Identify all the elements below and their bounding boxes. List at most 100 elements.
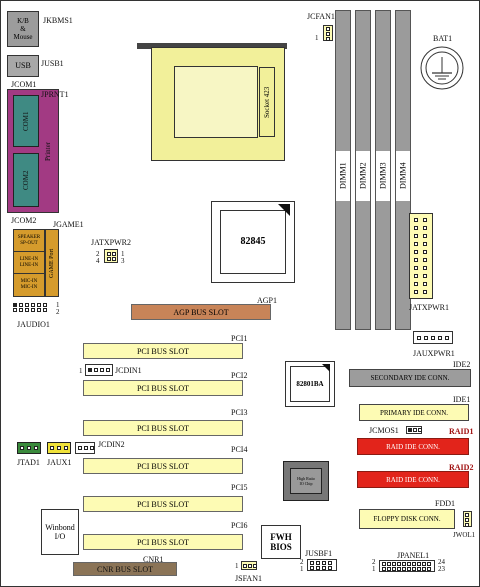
- jwol-label: JWOL1: [453, 531, 476, 539]
- pin: [34, 446, 38, 450]
- jusbf-pin2: 2: [300, 558, 304, 566]
- raid2-name: RAID2: [449, 463, 474, 472]
- pin: [397, 567, 401, 571]
- pci5-slot: PCI BUS SLOT: [83, 496, 243, 512]
- fdd-label: FLOPPY DISK CONN.: [373, 515, 441, 523]
- southbridge-die: 82801BA: [290, 366, 330, 402]
- pin: [90, 446, 94, 450]
- dimm4-label: DIMM4: [396, 151, 410, 201]
- speaker-jack: SPEAKER SP-OUT: [14, 230, 44, 252]
- jcdin2-label: JCDIN2: [98, 440, 125, 449]
- pin: [107, 257, 111, 261]
- pci5-name: PCI5: [231, 483, 248, 492]
- pin: [465, 513, 469, 517]
- jusbf-pin1: 1: [300, 565, 304, 573]
- pin: [392, 562, 396, 566]
- mic-in-label-2: MIC-IN: [20, 285, 38, 290]
- pin: [413, 428, 417, 432]
- pin: [112, 257, 116, 261]
- raid1-ide-connector: RAID IDE CONN.: [357, 438, 469, 455]
- pin-header-icon: [13, 303, 17, 307]
- pci3-name: PCI3: [231, 408, 248, 417]
- pin: [50, 446, 54, 450]
- jsfan-pin1: 1: [235, 562, 239, 570]
- ide2-name: IDE2: [453, 360, 471, 369]
- pci6-label: PCI BUS SLOT: [136, 537, 189, 547]
- secondary-ide-connector: SECONDARY IDE CONN.: [349, 369, 471, 387]
- pin: [422, 567, 426, 571]
- dimm2-label: DIMM2: [356, 151, 370, 201]
- jcdin1-pin1: 1: [79, 367, 83, 375]
- jkbms-label: JKBMS1: [43, 16, 73, 25]
- pin: [414, 290, 418, 294]
- ps2-label: K/B & Mouse: [13, 17, 33, 41]
- pin: [423, 226, 427, 230]
- pin: [387, 567, 391, 571]
- jatxpwr2-label: JATXPWR2: [91, 238, 132, 247]
- cpu-socket-lever: [137, 43, 287, 49]
- usb-port: USB: [7, 55, 39, 77]
- jcom1-label: JCOM1: [11, 80, 37, 89]
- primary-label: PRIMARY IDE CONN.: [380, 408, 448, 417]
- game-port-label: GAME Port: [49, 248, 55, 278]
- jcdin1-label: JCDIN1: [115, 366, 142, 375]
- pin: [414, 226, 418, 230]
- jpanel-label: JPANEL1: [397, 551, 430, 560]
- pin: [422, 562, 426, 566]
- pin: [27, 446, 31, 450]
- secondary-label: SECONDARY IDE CONN.: [370, 374, 450, 382]
- pin: [100, 368, 104, 372]
- jsfan-header: [241, 561, 257, 570]
- pci3-label: PCI BUS SLOT: [136, 423, 189, 433]
- pin: [37, 303, 41, 307]
- front-panel-header: [379, 560, 435, 572]
- jatxpwr2-pin4: 4: [96, 257, 100, 265]
- pin: [431, 336, 435, 340]
- dimm1-slot: DIMM1: [335, 10, 351, 330]
- southbridge-chip: 82801BA: [285, 361, 335, 407]
- jatxpwr1-label: JATXPWR1: [409, 303, 450, 312]
- jpanel-pin2: 2: [372, 558, 376, 566]
- dimm1-label: DIMM1: [336, 151, 350, 201]
- com2-port: COM2: [13, 153, 39, 207]
- pin: [316, 566, 320, 570]
- dimm3-label: DIMM3: [376, 151, 390, 201]
- pin: [423, 274, 427, 278]
- pin: [392, 567, 396, 571]
- pin: [43, 303, 47, 307]
- jaudio-pin2: 2: [56, 308, 60, 316]
- pin: [412, 562, 416, 566]
- pin: [248, 564, 252, 568]
- audio-jack-stack: SPEAKER SP-OUT LINE-IN LINE-IN MIC-IN MI…: [13, 229, 45, 297]
- pin: [112, 252, 116, 256]
- jatxpwr2-pin1: 1: [121, 250, 125, 258]
- pin: [310, 561, 314, 565]
- jtad-header: [17, 442, 41, 454]
- pci2-name: PCI2: [231, 371, 248, 380]
- pin: [402, 567, 406, 571]
- jcfan-label: JCFAN1: [307, 12, 335, 21]
- pin: [13, 308, 17, 312]
- winbond-label: Winbond I/O: [45, 523, 75, 541]
- north-label: 82845: [240, 236, 266, 247]
- com1-label: COM1: [22, 111, 30, 131]
- jgame-label: JGAME1: [53, 220, 84, 229]
- pin: [417, 336, 421, 340]
- dimm2-slot: DIMM2: [355, 10, 371, 330]
- jcmos-label: JCMOS1: [369, 426, 399, 435]
- dimm3-slot: DIMM3: [375, 10, 391, 330]
- pin: [25, 303, 29, 307]
- fdd-name: FDD1: [435, 499, 456, 508]
- pin: [423, 218, 427, 222]
- pin: [423, 250, 427, 254]
- dimm4-slot: DIMM4: [395, 10, 411, 330]
- pin: [423, 234, 427, 238]
- pci6-slot: PCI BUS SLOT: [83, 534, 243, 550]
- winbond-io-chip: Winbond I/O: [41, 509, 79, 555]
- line-in-label-2: LINE-IN: [19, 262, 39, 268]
- pci2-label: PCI BUS SLOT: [136, 383, 189, 393]
- jaux-label: JAUX1: [47, 458, 72, 467]
- pin: [414, 234, 418, 238]
- pin: [414, 266, 418, 270]
